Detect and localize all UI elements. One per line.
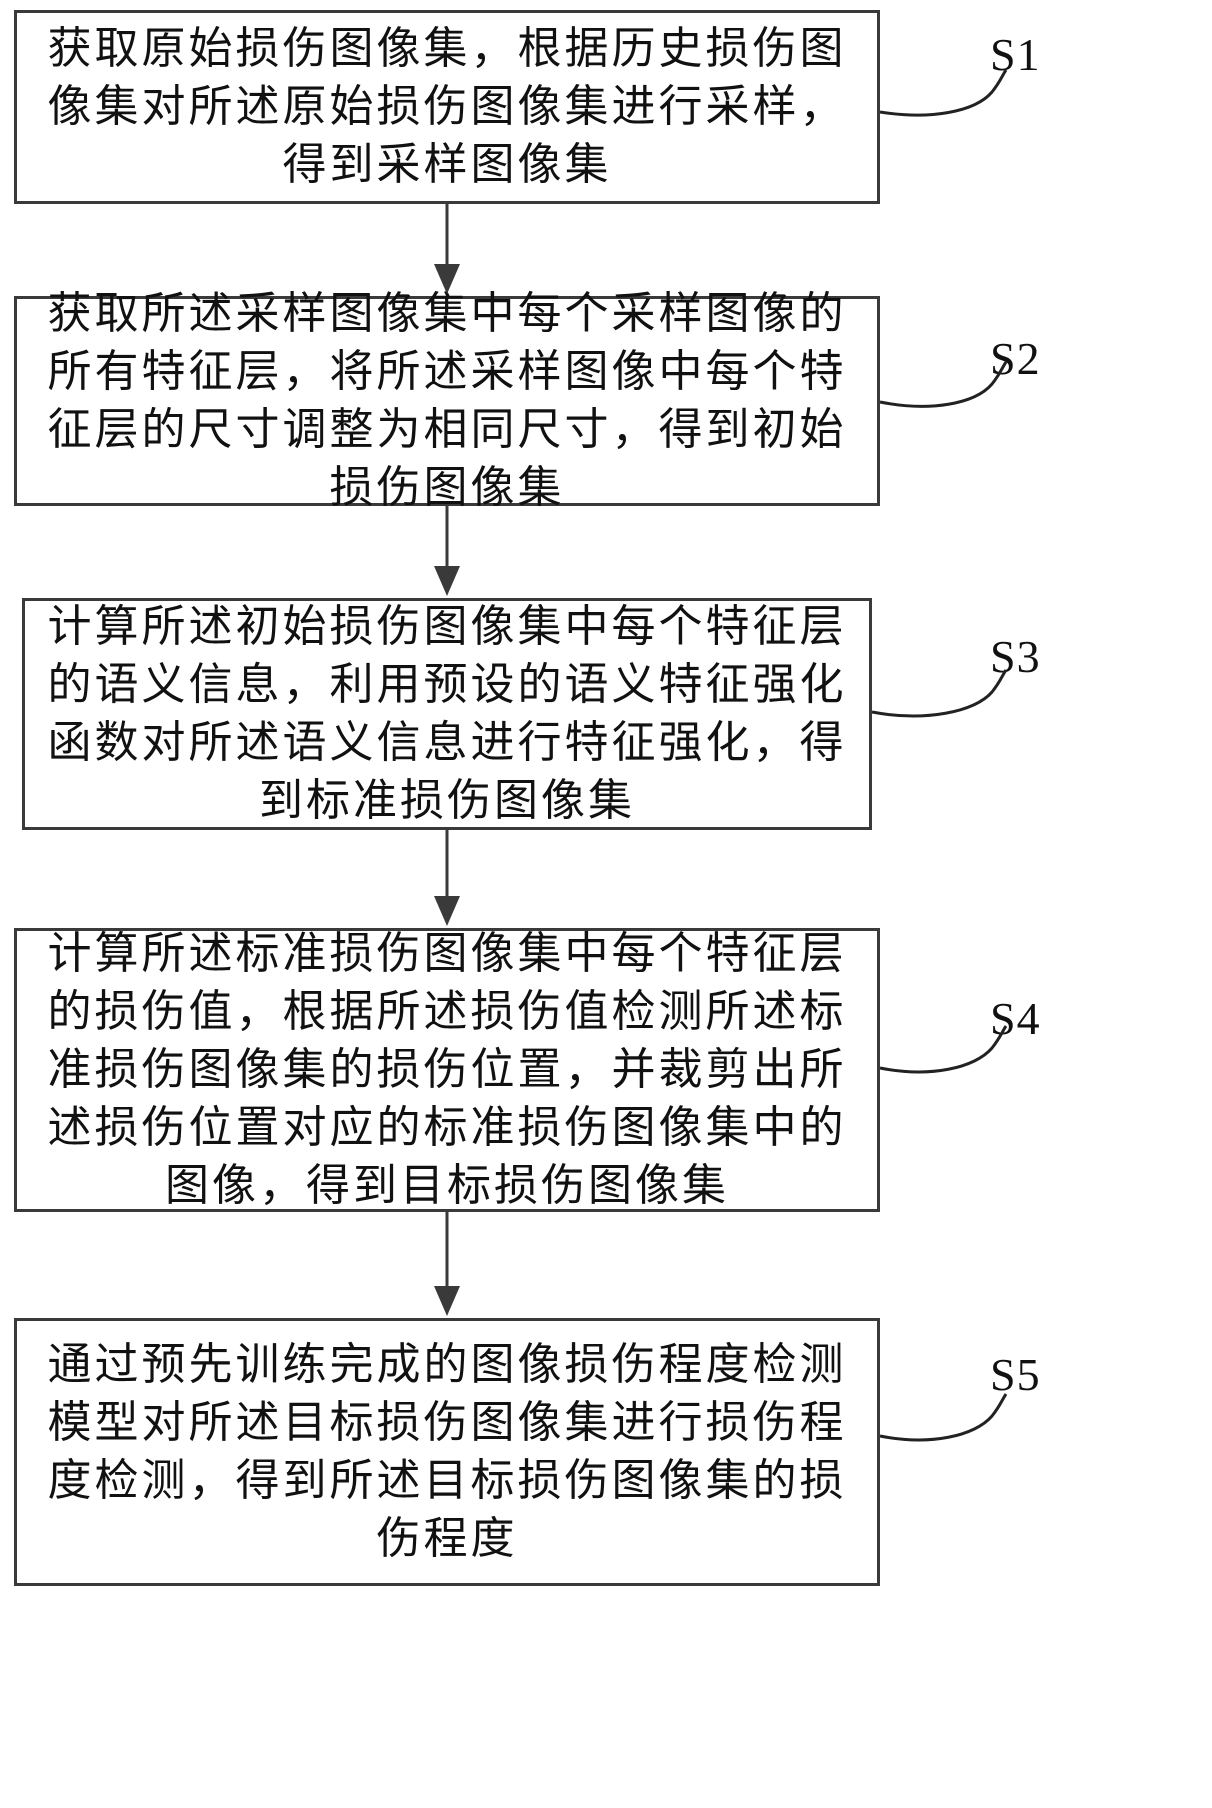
leader-line-s5 [879,1393,1008,1442]
step-box-s1: 获取原始损伤图像集，根据历史损伤图像集对所述原始损伤图像集进行采样，得到采样图像… [14,10,880,204]
step-text-s2: 获取所述采样图像集中每个采样图像的所有特征层，将所述采样图像中每个特征层的尺寸调… [47,288,847,513]
flow-arrow-s1-s2 [434,204,460,294]
step-box-s2: 获取所述采样图像集中每个采样图像的所有特征层，将所述采样图像中每个特征层的尺寸调… [14,288,880,513]
leader-line-s2 [879,361,1008,408]
flow-arrow-s3-s4 [434,830,460,926]
step-label-s3: S3 [990,631,1041,682]
flow-arrow-s4-s5 [434,1212,460,1316]
step-text-s3: 计算所述初始损伤图像集中每个特征层的语义信息，利用预设的语义特征强化函数对所述语… [47,601,847,826]
step-text-s5: 通过预先训练完成的图像损伤程度检测模型对所述目标损伤图像集进行损伤程度检测，得到… [47,1339,847,1564]
step-label-s2: S2 [990,333,1041,384]
step-text-s4: 计算所述标准损伤图像集中每个特征层的损伤值，根据所述损伤值检测所述标准损伤图像集… [47,928,847,1211]
step-label-s1: S1 [990,29,1041,80]
leader-line-s4 [879,1025,1008,1074]
leader-line-s1 [879,69,1008,117]
step-box-s4: 计算所述标准损伤图像集中每个特征层的损伤值，根据所述损伤值检测所述标准损伤图像集… [14,928,880,1212]
step-box-s3: 计算所述初始损伤图像集中每个特征层的语义信息，利用预设的语义特征强化函数对所述语… [22,598,872,830]
flow-arrow-s2-s3 [434,506,460,596]
step-text-s1: 获取原始损伤图像集，根据历史损伤图像集对所述原始损伤图像集进行采样，得到采样图像… [47,23,847,190]
step-label-s5: S5 [990,1349,1041,1400]
step-box-s5: 通过预先训练完成的图像损伤程度检测模型对所述目标损伤图像集进行损伤程度检测，得到… [14,1318,880,1586]
step-label-s4: S4 [990,993,1041,1044]
leader-line-s3 [871,669,1008,718]
